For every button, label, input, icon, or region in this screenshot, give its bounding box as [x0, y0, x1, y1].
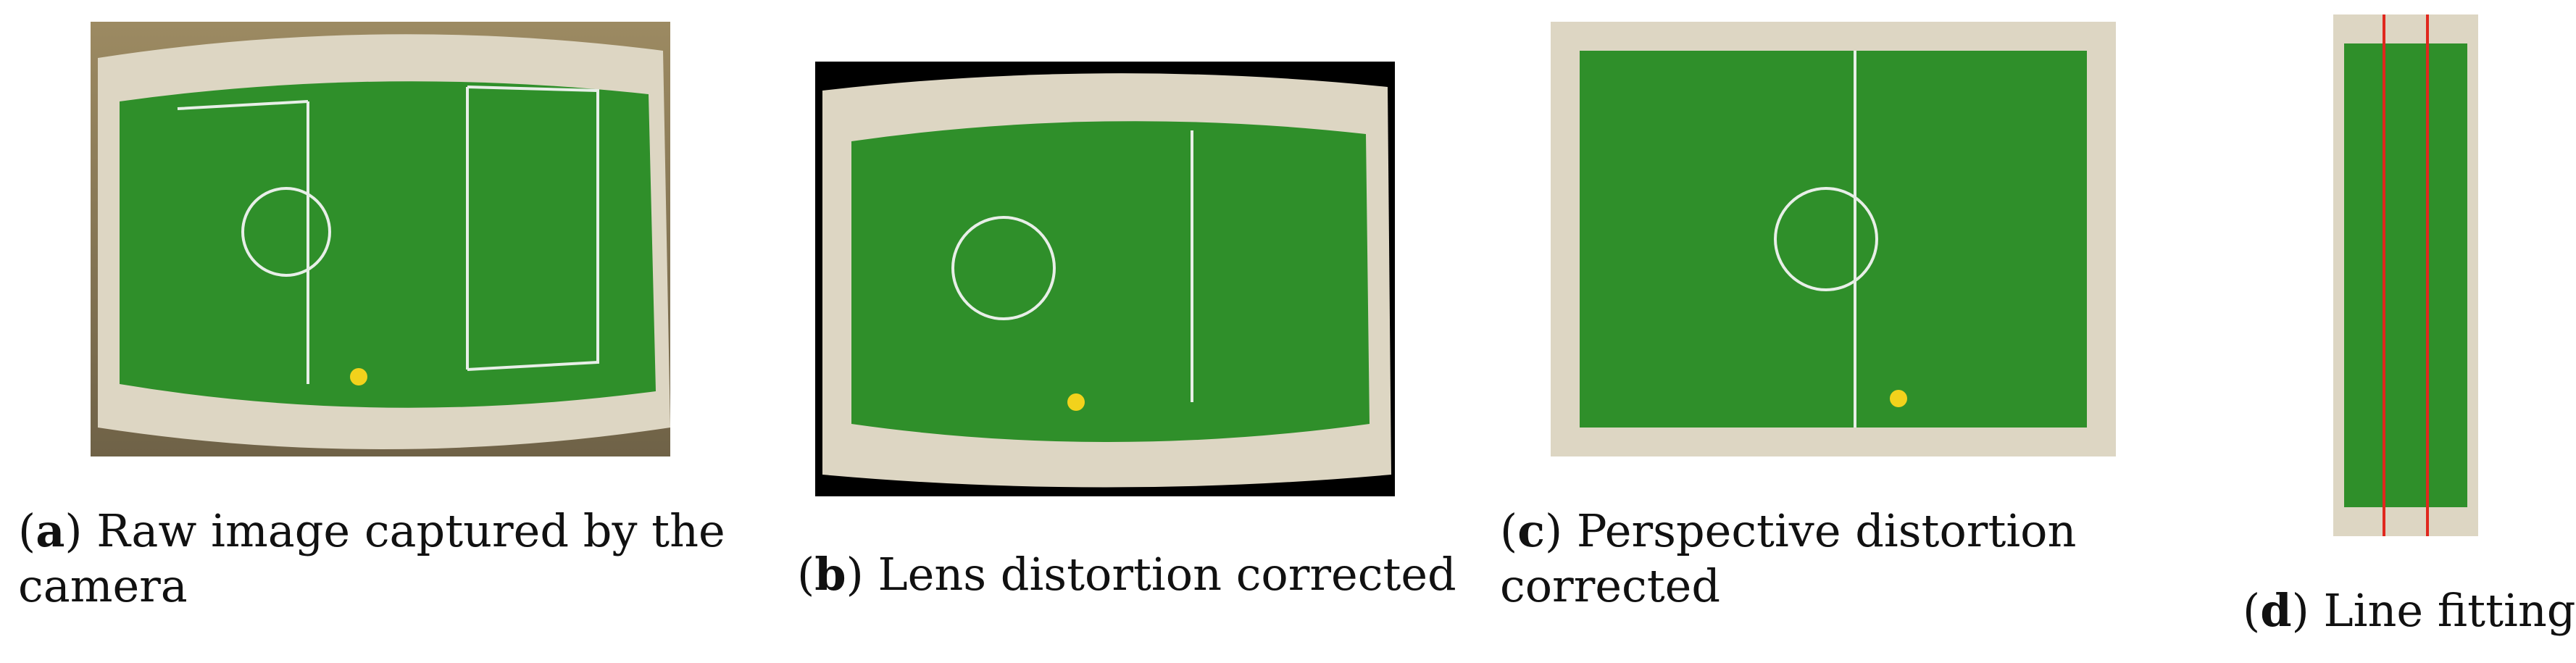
caption-d-line1: Line fitting	[2323, 584, 2576, 637]
caption-c-letter: c	[1517, 504, 1545, 557]
raw-camera-image	[91, 22, 670, 456]
caption-a-letter: a	[36, 504, 65, 557]
panel-c: (c) Perspective distortion corrected	[1500, 0, 2167, 663]
caption-a-line1: Raw image captured by the	[96, 504, 725, 557]
lens-corrected-image	[815, 62, 1395, 496]
caption-d: (d) Line fitting	[2243, 584, 2576, 637]
caption-a-line2: camera	[18, 559, 188, 612]
line-fitting-image	[2333, 14, 2478, 536]
panel-b: (b) Lens distortion corrected	[797, 0, 1471, 663]
caption-c: (c) Perspective distortion corrected	[1500, 504, 2077, 612]
panel-a: (a) Raw image captured by the camera	[0, 0, 754, 663]
caption-b-letter: b	[814, 548, 846, 601]
caption-c-line2: corrected	[1500, 559, 1721, 612]
caption-a: (a) Raw image captured by the camera	[18, 504, 725, 612]
perspective-corrected-image	[1551, 22, 2116, 456]
caption-d-letter: d	[2260, 584, 2292, 637]
caption-b-line1: Lens distortion corrected	[878, 548, 1456, 601]
caption-c-line1: Perspective distortion	[1576, 504, 2077, 557]
caption-b: (b) Lens distortion corrected	[797, 548, 1456, 601]
panel-d: (d) Line fitting	[2188, 0, 2576, 663]
